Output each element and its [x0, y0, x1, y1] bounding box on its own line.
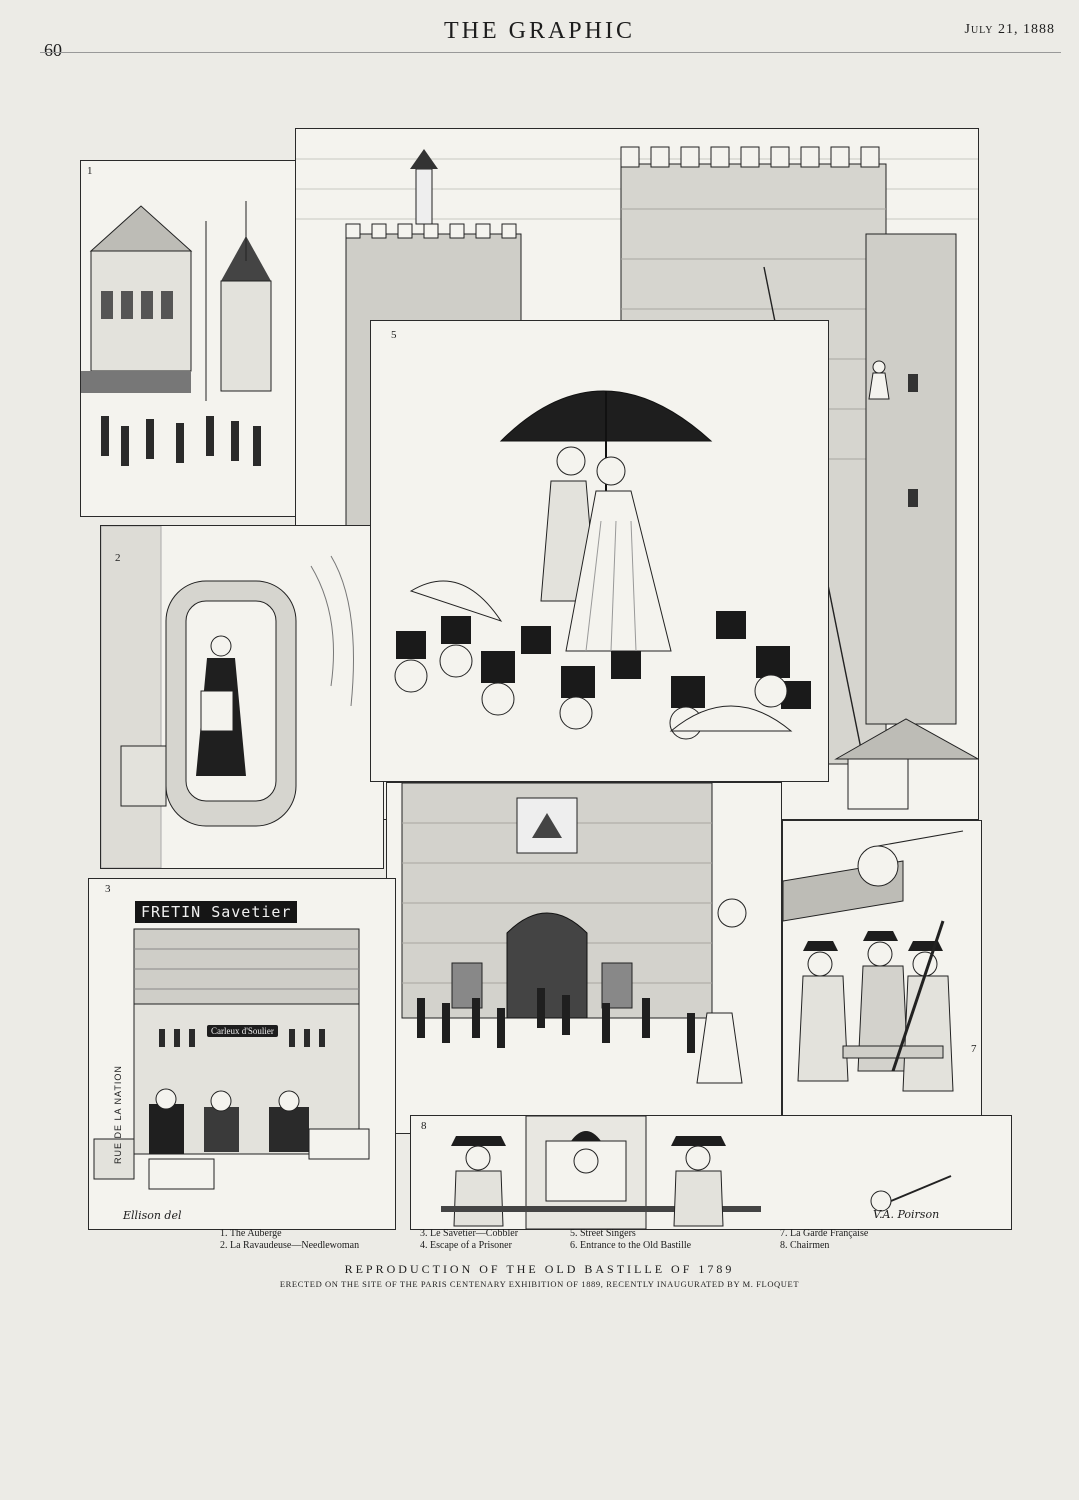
- right-tower: [865, 233, 957, 725]
- artist-signature-right: V.A. Poirson: [873, 1208, 940, 1221]
- panel-savetier: 3 FRETIN Savetier Carleux d'Soulier RUE …: [88, 878, 396, 1230]
- legend-item: 6. Entrance to the Old Bastille: [570, 1240, 692, 1251]
- panel-number-3: 3: [105, 883, 111, 895]
- savetier-illustration: [89, 879, 395, 1229]
- legend-item: 1. The Auberge: [220, 1228, 282, 1239]
- panel-number-8: 8: [421, 1120, 427, 1132]
- artist-signature-left: Ellison del: [123, 1209, 182, 1222]
- ravaudeuse-illustration: [101, 526, 383, 868]
- page-number: 60: [44, 40, 62, 60]
- header-rule: [40, 52, 1061, 53]
- legend-column-1: 1. The Auberge 2. La Ravaudeuse—Needlewo…: [220, 1228, 359, 1252]
- legend-item: 8. Chairmen: [780, 1240, 830, 1251]
- panel-number-2: 2: [115, 552, 121, 564]
- bastille-entrance-illustration: [387, 783, 781, 1133]
- chairmen-illustration: [411, 1116, 1011, 1229]
- masthead-title: THE GRAPHIC: [443, 18, 635, 44]
- caption-subtitle: ERECTED ON THE SITE OF THE PARIS CENTENA…: [279, 1279, 800, 1289]
- street-singers-illustration: [371, 321, 828, 781]
- street-name-sign: RUE DE LA NATION: [113, 1065, 123, 1164]
- legend-column-2: 3. Le Savetier—Cobbler 4. Escape of a Pr…: [420, 1228, 518, 1252]
- panel-bastille-entrance: [386, 782, 782, 1134]
- legend-item: 4. Escape of a Prisoner: [420, 1240, 512, 1251]
- legend-item: 2. La Ravaudeuse—Needlewoman: [220, 1240, 360, 1251]
- panel-chairmen: 8 V.A. Poirson: [410, 1115, 1012, 1230]
- legend-column-4: 7. La Garde Française 8. Chairmen: [780, 1228, 868, 1252]
- panel-ravaudeuse: 2: [100, 525, 384, 869]
- legend-item: 7. La Garde Française: [780, 1228, 869, 1239]
- auberge-illustration: [81, 161, 295, 516]
- panel-number-1: 1: [87, 165, 93, 177]
- issue-date: July 21, 1888: [964, 22, 1055, 37]
- caption-title: REPRODUCTION OF THE OLD BASTILLE OF 1789: [344, 1262, 735, 1276]
- panel-number-5: 5: [391, 329, 397, 341]
- shop-small-sign: Carleux d'Soulier: [207, 1025, 278, 1037]
- panel-auberge: 1: [80, 160, 296, 517]
- legend-column-3: 5. Street Singers 6. Entrance to the Old…: [570, 1228, 691, 1252]
- legend-item: 3. Le Savetier—Cobbler: [420, 1228, 519, 1239]
- shop-sign-board: FRETIN Savetier: [135, 901, 298, 923]
- panel-street-singers: 5: [370, 320, 829, 782]
- legend-item: 5. Street Singers: [570, 1228, 636, 1239]
- panel-number-7: 7: [971, 1043, 977, 1055]
